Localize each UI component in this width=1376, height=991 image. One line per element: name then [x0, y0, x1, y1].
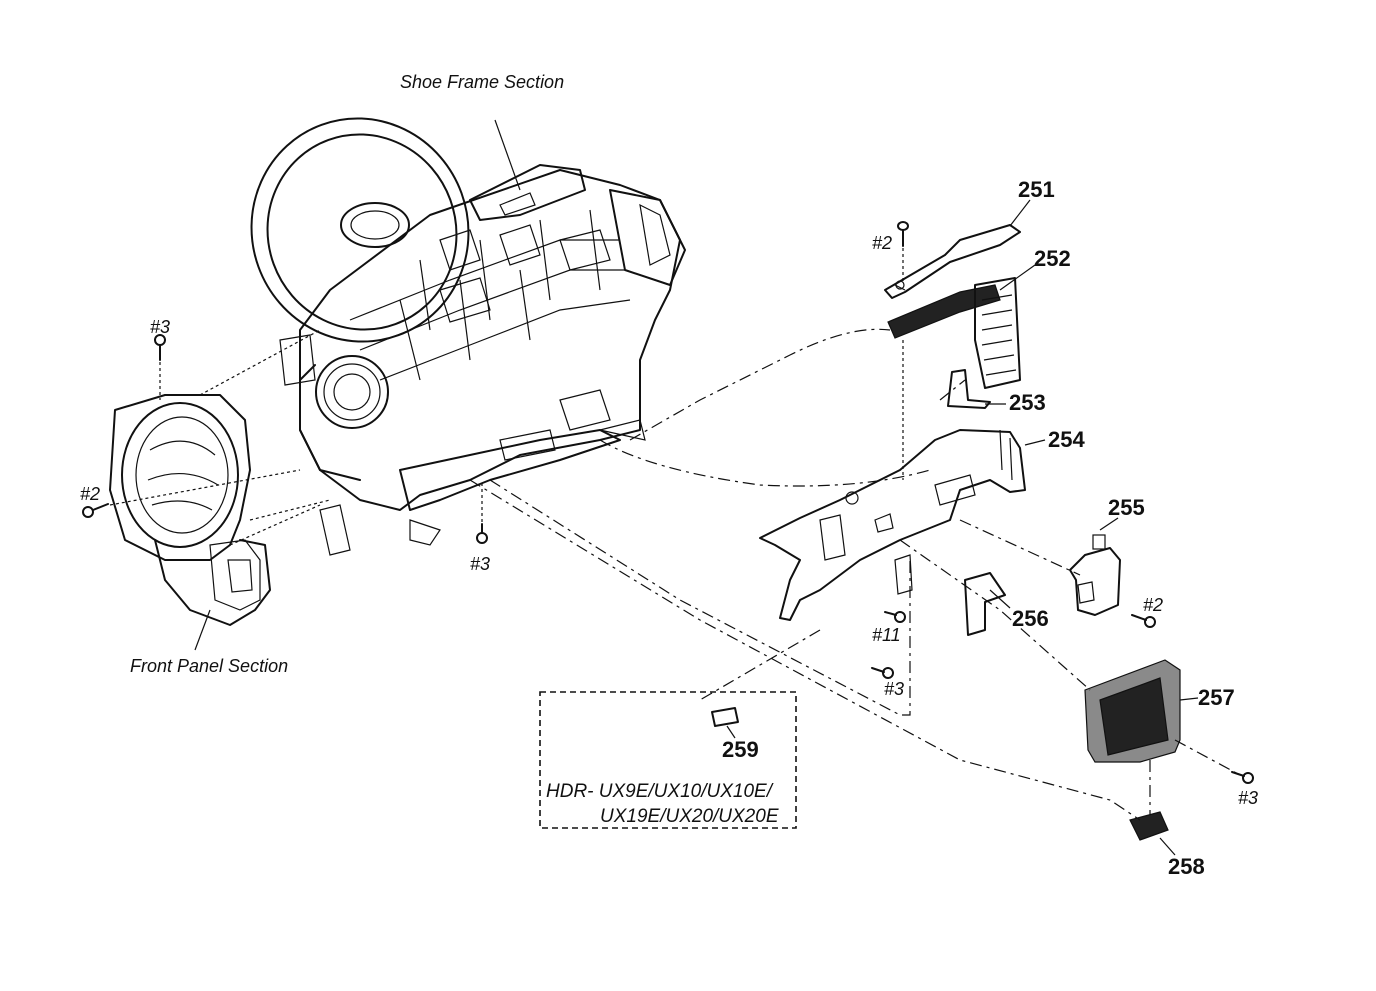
screw-icon: [476, 523, 488, 544]
front-panel-drawing: [109, 394, 271, 626]
part-number-259: 259: [722, 737, 759, 762]
part-255-component: [1069, 534, 1121, 616]
part-257-board: [1084, 659, 1181, 763]
part-number-258: 258: [1168, 854, 1205, 879]
screw-label: #3: [1238, 788, 1258, 808]
part-256-sheet: [964, 572, 1006, 636]
screw-icon: [884, 611, 906, 623]
part-259-cushion: [711, 707, 739, 727]
screw-icon: [871, 667, 894, 679]
part-number-256: 256: [1012, 606, 1049, 631]
screw-label: #3: [470, 554, 490, 574]
screw-icon: [897, 221, 909, 247]
screw-label: #11: [872, 625, 901, 645]
screw-label: #2: [80, 484, 100, 504]
model-note-line-1: HDR- UX9E/UX10/UX10E/: [546, 781, 774, 802]
part-251-bracket: [884, 224, 1021, 299]
screw-icon: [1131, 614, 1156, 628]
screw-label: #2: [872, 233, 892, 253]
screw-icon: [1231, 771, 1254, 784]
screw-icon: [82, 503, 109, 518]
front-panel-section-label: Front Panel Section: [130, 656, 288, 676]
part-252-flex-cable: [887, 277, 1021, 389]
part-253-bracket: [947, 369, 991, 409]
screw-label: #3: [884, 679, 904, 699]
screw-label: #3: [150, 317, 170, 337]
part-number-252: 252: [1034, 246, 1071, 271]
part-number-255: 255: [1108, 495, 1145, 520]
screw-icon: [154, 334, 166, 361]
camcorder-body-drawing: [250, 117, 686, 556]
part-number-251: 251: [1018, 177, 1055, 202]
part-258-connector: [1129, 811, 1169, 841]
part-number-253: 253: [1009, 390, 1046, 415]
part-254-frame: [759, 429, 1026, 621]
screw-label: #2: [1143, 595, 1163, 615]
part-number-254: 254: [1048, 427, 1085, 452]
model-note-line-2: UX19E/UX20/UX20E: [600, 806, 779, 827]
part-number-257: 257: [1198, 685, 1235, 710]
model-note-box: [539, 691, 797, 829]
shoe-frame-section-label: Shoe Frame Section: [400, 72, 564, 92]
